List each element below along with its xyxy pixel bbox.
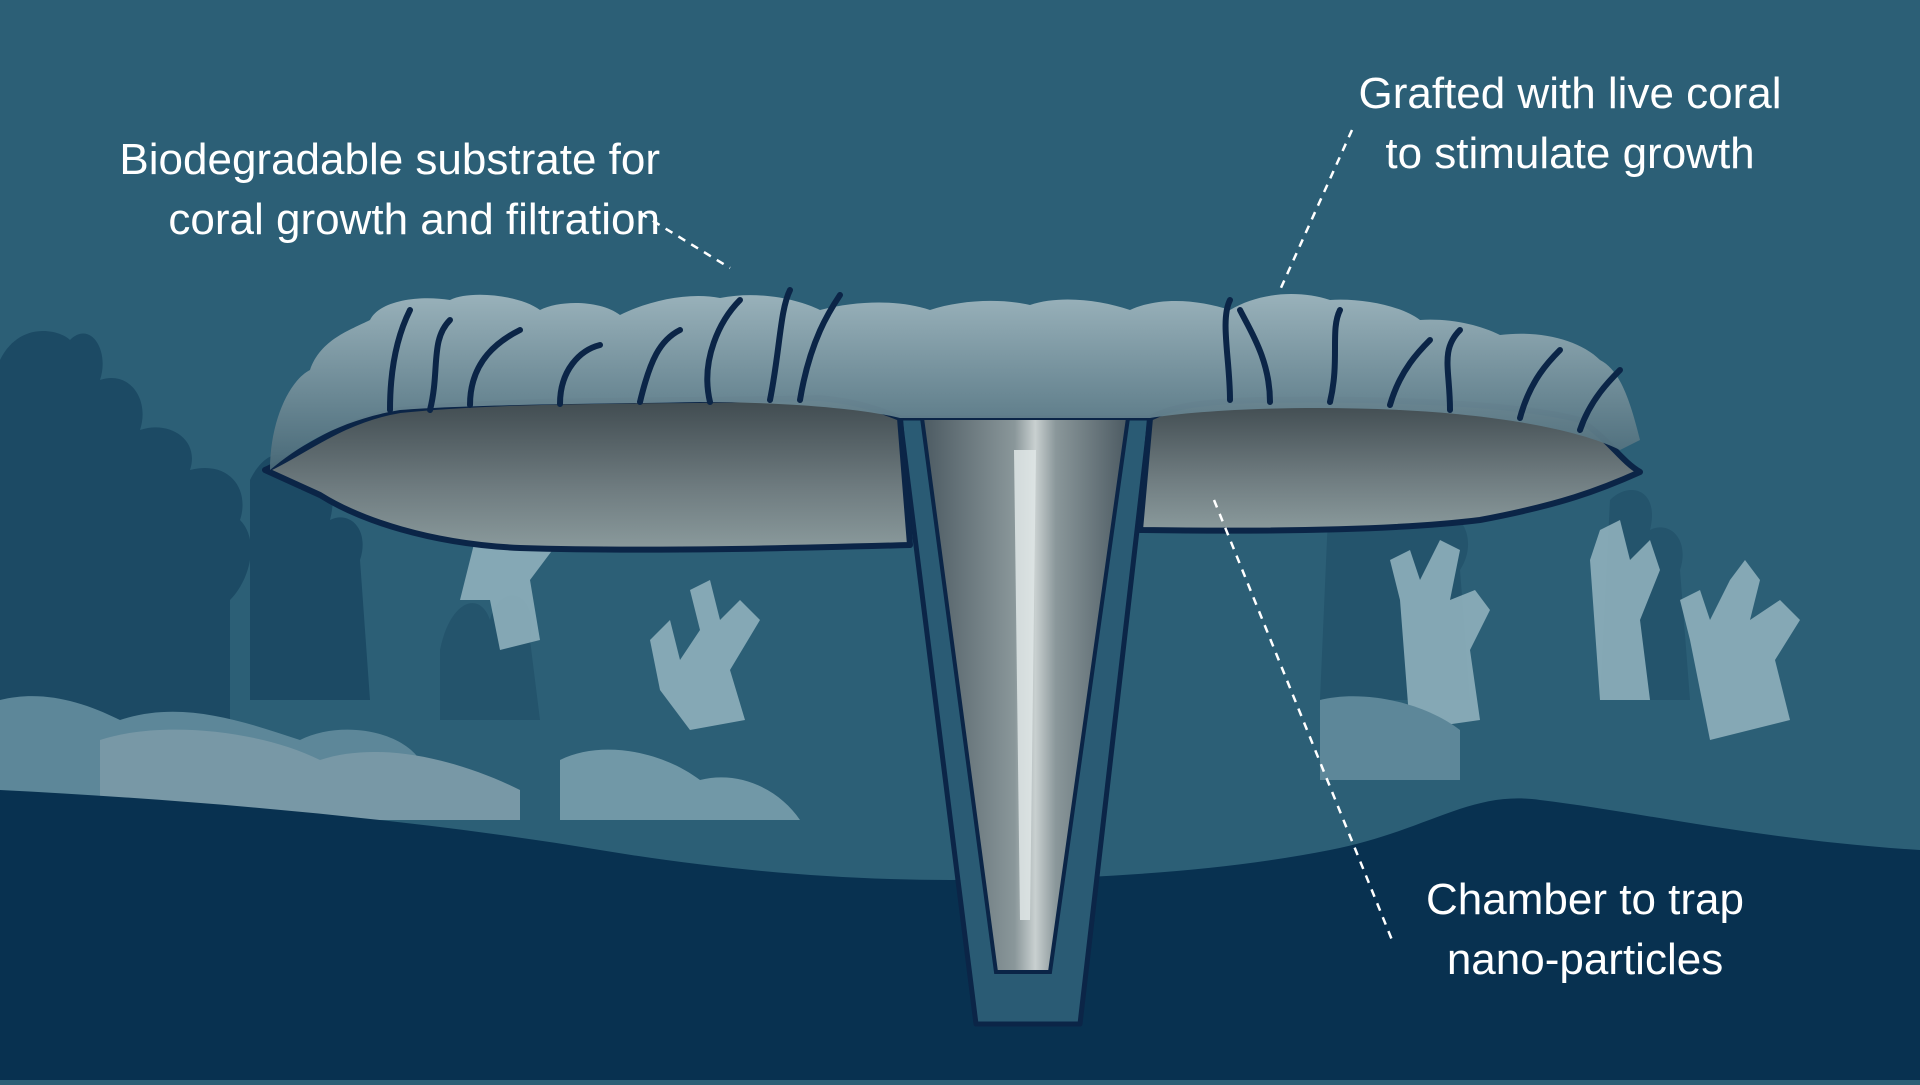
leader-line-substrate [639,211,731,270]
seafloor [0,790,1920,1080]
label-substrate-line1: Biodegradable substrate for [119,135,660,184]
label-chamber-line1: Chamber to trap [1426,875,1744,924]
leader-line-chamber [1212,499,1394,941]
label-grafted-line1: Grafted with live coral [1358,69,1782,118]
label-substrate: Biodegradable substrate for coral growth… [50,130,660,250]
label-substrate-line2: coral growth and filtration [168,195,660,244]
label-chamber: Chamber to trap nano-particles [1370,870,1800,990]
label-chamber-line2: nano-particles [1446,935,1724,984]
background-reef-mounds [0,696,1460,820]
label-grafted: Grafted with live coral to stimulate gro… [1320,64,1820,184]
grafted-coral-fringe [270,294,1640,470]
substrate-dish-left [262,395,913,553]
background-coral-light [460,470,1800,740]
coral-device [262,287,1643,1027]
coral-branches [387,287,1623,433]
label-grafted-line2: to stimulate growth [1385,129,1755,178]
leader-lines [639,129,1394,941]
